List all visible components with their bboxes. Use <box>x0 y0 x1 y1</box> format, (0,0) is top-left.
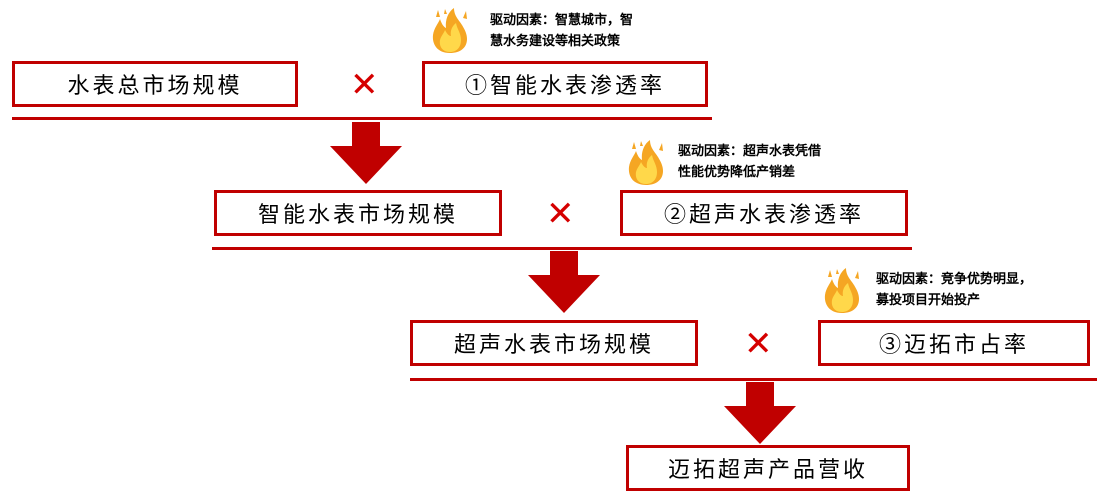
divider-line-2 <box>212 247 912 250</box>
down-arrow-icon <box>528 251 600 313</box>
driver-text-2: 驱动因素：超声水表凭借 性能优势降低产销差 <box>678 141 821 183</box>
flame-icon <box>430 6 470 54</box>
multiply-icon-2: ✕ <box>546 194 575 234</box>
driver-text-2-line-2: 性能优势降低产销差 <box>678 165 796 180</box>
driver-text-1-line-2: 慧水务建设等相关政策 <box>490 34 621 49</box>
ultrasonic-market-box: 超声水表市场规模 <box>410 320 698 366</box>
multiply-icon-3: ✕ <box>744 324 773 364</box>
divider-line-3 <box>410 378 1097 381</box>
total-market-box: 水表总市场规模 <box>12 61 298 107</box>
flame-icon <box>626 138 666 186</box>
total-market-label: 水表总市场规模 <box>67 74 243 99</box>
revenue-result-label: 迈拓超声产品营收 <box>667 458 868 483</box>
penetration-box-2: ②超声水表渗透率 <box>620 190 908 236</box>
ultrasonic-market-label: 超声水表市场规模 <box>453 333 654 358</box>
smart-meter-market-label: 智能水表市场规模 <box>257 203 458 228</box>
driver-text-3-line-2: 募投项目开始投产 <box>876 293 981 308</box>
smart-meter-market-box: 智能水表市场规模 <box>214 190 502 236</box>
revenue-result-box: 迈拓超声产品营收 <box>626 445 910 491</box>
flame-icon <box>822 266 862 314</box>
divider-line-1 <box>12 117 712 120</box>
multiply-icon-1: ✕ <box>350 65 379 105</box>
driver-text-1-line-1: 驱动因素：智慧城市，智 <box>490 13 634 28</box>
driver-text-3-line-1: 驱动因素：竞争优势明显， <box>876 272 1033 287</box>
down-arrow-icon <box>724 382 796 444</box>
penetration-label-1: ①智能水表渗透率 <box>464 74 665 99</box>
penetration-label-2: ②超声水表渗透率 <box>663 203 864 228</box>
penetration-box-1: ①智能水表渗透率 <box>422 61 708 107</box>
driver-text-3: 驱动因素：竞争优势明显， 募投项目开始投产 <box>876 269 1032 311</box>
down-arrow-icon <box>330 122 402 184</box>
market-share-label: ③迈拓市占率 <box>878 333 1029 358</box>
driver-text-2-line-1: 驱动因素：超声水表凭借 <box>678 144 822 159</box>
market-share-box: ③迈拓市占率 <box>818 320 1090 366</box>
driver-text-1: 驱动因素：智慧城市，智 慧水务建设等相关政策 <box>490 10 633 52</box>
